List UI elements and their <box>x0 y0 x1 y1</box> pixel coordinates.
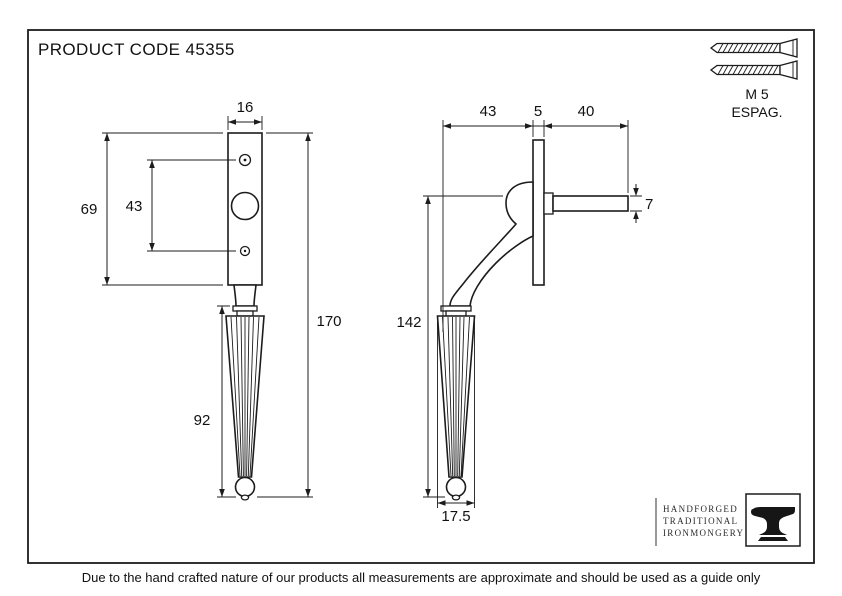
fixing-type-label: ESPAG. <box>731 104 782 120</box>
spindle-collar <box>543 192 554 215</box>
anvil-icon <box>751 507 795 541</box>
sheet-border <box>27 29 815 564</box>
dim-handle-diameter: 17.5 <box>441 508 470 525</box>
side-grip-fluting <box>442 316 470 477</box>
front-collar-upper <box>232 305 258 312</box>
side-neck <box>449 181 534 307</box>
side-grip-tip <box>451 494 461 501</box>
screw-icon <box>710 38 798 58</box>
dim-spindle-length: 40 <box>578 103 595 120</box>
logo-line-2: TRADITIONAL <box>663 516 738 526</box>
dim-overall-drop: 142 <box>396 314 421 331</box>
side-view <box>436 139 629 501</box>
dim-plate-thickness: 5 <box>534 103 542 120</box>
footer-disclaimer: Due to the hand crafted nature of our pr… <box>82 570 761 585</box>
dim-overall-length: 170 <box>316 313 341 330</box>
front-bottom-hole-centre <box>243 249 247 253</box>
product-code-title: PRODUCT CODE 45355 <box>38 40 235 59</box>
front-grip-ball <box>234 476 256 498</box>
side-grip-ball <box>445 476 467 498</box>
front-neck <box>233 284 257 307</box>
dim-projection: 43 <box>480 103 497 120</box>
dim-plate-width: 16 <box>237 99 254 116</box>
side-view-dimensions: 43 5 40 7 142 17.5 <box>396 103 653 525</box>
front-view <box>225 132 265 501</box>
dim-plate-height: 69 <box>81 201 98 218</box>
dim-handle-length: 92 <box>194 412 211 429</box>
side-collar-upper <box>440 305 472 312</box>
dim-spindle-square: 7 <box>645 196 653 213</box>
front-top-hole-centre <box>243 158 247 162</box>
screw-icon <box>710 60 798 80</box>
logo-line-3: IRONMONGERY <box>663 528 744 538</box>
front-grip-fluting <box>230 316 260 477</box>
fixing-size-label: M 5 <box>745 86 769 102</box>
spindle <box>552 195 629 212</box>
side-backplate <box>532 139 545 286</box>
logo-frame <box>745 493 801 547</box>
logo-line-1: HANDFORGED <box>663 504 738 514</box>
dim-fixing-centres: 43 <box>126 198 143 215</box>
front-view-dimensions: 16 69 43 92 170 <box>81 99 342 498</box>
front-grip-tip <box>240 494 250 501</box>
front-boss <box>230 191 260 221</box>
brand-logo: HANDFORGED TRADITIONAL IRONMONGERY <box>655 493 801 547</box>
